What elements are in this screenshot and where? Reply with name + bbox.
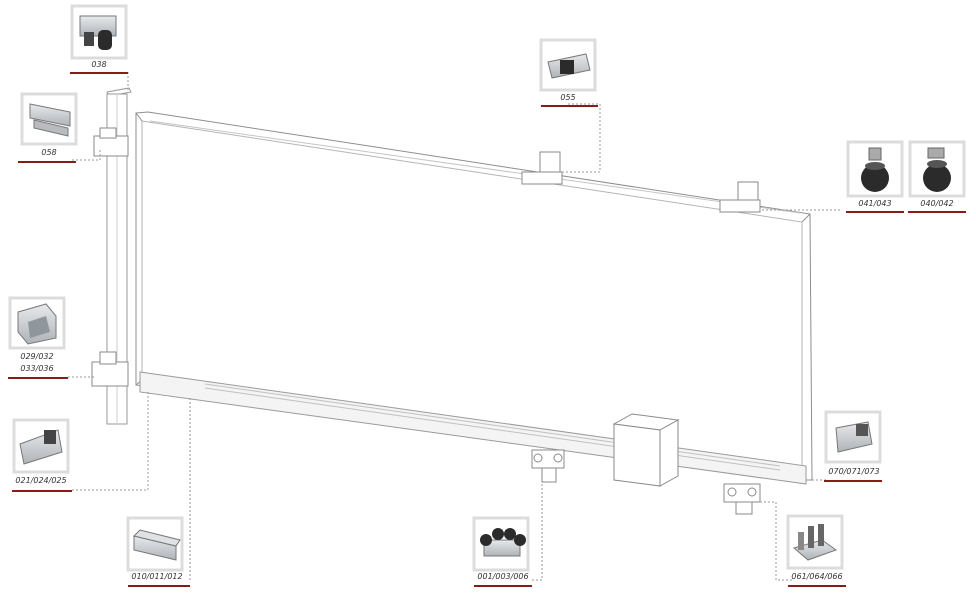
post-brackets: [91, 127, 129, 387]
gate-guide-roller-icon: [79, 15, 117, 50]
part-underline-058: [18, 161, 76, 163]
part-label-038: 038: [91, 60, 107, 69]
part-tile-001[interactable]: [472, 516, 530, 572]
gate-frame: [135, 111, 813, 485]
bottom-carriages: [531, 449, 761, 515]
part-underline-021: [12, 490, 72, 492]
part-tile-010[interactable]: [126, 516, 184, 572]
part-tile-040[interactable]: [908, 140, 966, 198]
part-label-061: 061/064/066: [791, 572, 843, 581]
part-label-058: 058: [41, 148, 57, 157]
part-underline-041: [846, 211, 904, 213]
part-label-070: 070/071/073: [828, 467, 880, 476]
guide-roller-icon: [861, 147, 889, 192]
part-underline-070: [824, 480, 882, 482]
part-tile-055[interactable]: [539, 38, 597, 92]
part-tile-041[interactable]: [846, 140, 904, 198]
part-label-040: 040/042: [920, 199, 954, 208]
end-catch-icon: [19, 429, 63, 465]
part-tile-058[interactable]: [20, 92, 78, 146]
part-underline-040: [908, 211, 966, 213]
part-label-010: 010/011/012: [131, 572, 183, 581]
upper-guide-brackets: [521, 151, 761, 213]
part-tile-029[interactable]: [8, 296, 66, 350]
part-underline-038: [70, 72, 128, 74]
part-underline-029: [8, 377, 68, 379]
part-tile-070[interactable]: [824, 410, 882, 464]
part-label-029-line2: 033/036: [20, 364, 54, 373]
part-underline-055: [541, 105, 598, 107]
receiving-catch-icon: [17, 303, 57, 345]
part-label-055: 055: [560, 93, 576, 102]
part-label-021: 021/024/025: [15, 476, 67, 485]
carriage-trolley-icon: [480, 528, 526, 557]
wall-bracket-icon: [29, 103, 71, 137]
part-underline-010: [128, 585, 190, 587]
part-tile-061[interactable]: [786, 514, 844, 570]
rail-end-cap-icon: [835, 421, 873, 453]
guide-roller-icon: [923, 147, 951, 192]
adjustable-base-plate-icon: [792, 524, 838, 561]
leader-lines: [68, 72, 840, 581]
part-label-029-line1: 029/032: [20, 352, 54, 361]
part-label-001: 001/003/006: [477, 572, 529, 581]
part-underline-061: [788, 585, 846, 587]
top-guide-bracket-icon: [547, 53, 591, 79]
guide-rail-icon: [133, 529, 181, 561]
part-tile-038[interactable]: [70, 4, 128, 60]
part-label-041: 041/043: [858, 199, 892, 208]
motor-box: [612, 413, 680, 487]
part-tile-021[interactable]: [12, 418, 70, 474]
part-underline-001: [474, 585, 532, 587]
